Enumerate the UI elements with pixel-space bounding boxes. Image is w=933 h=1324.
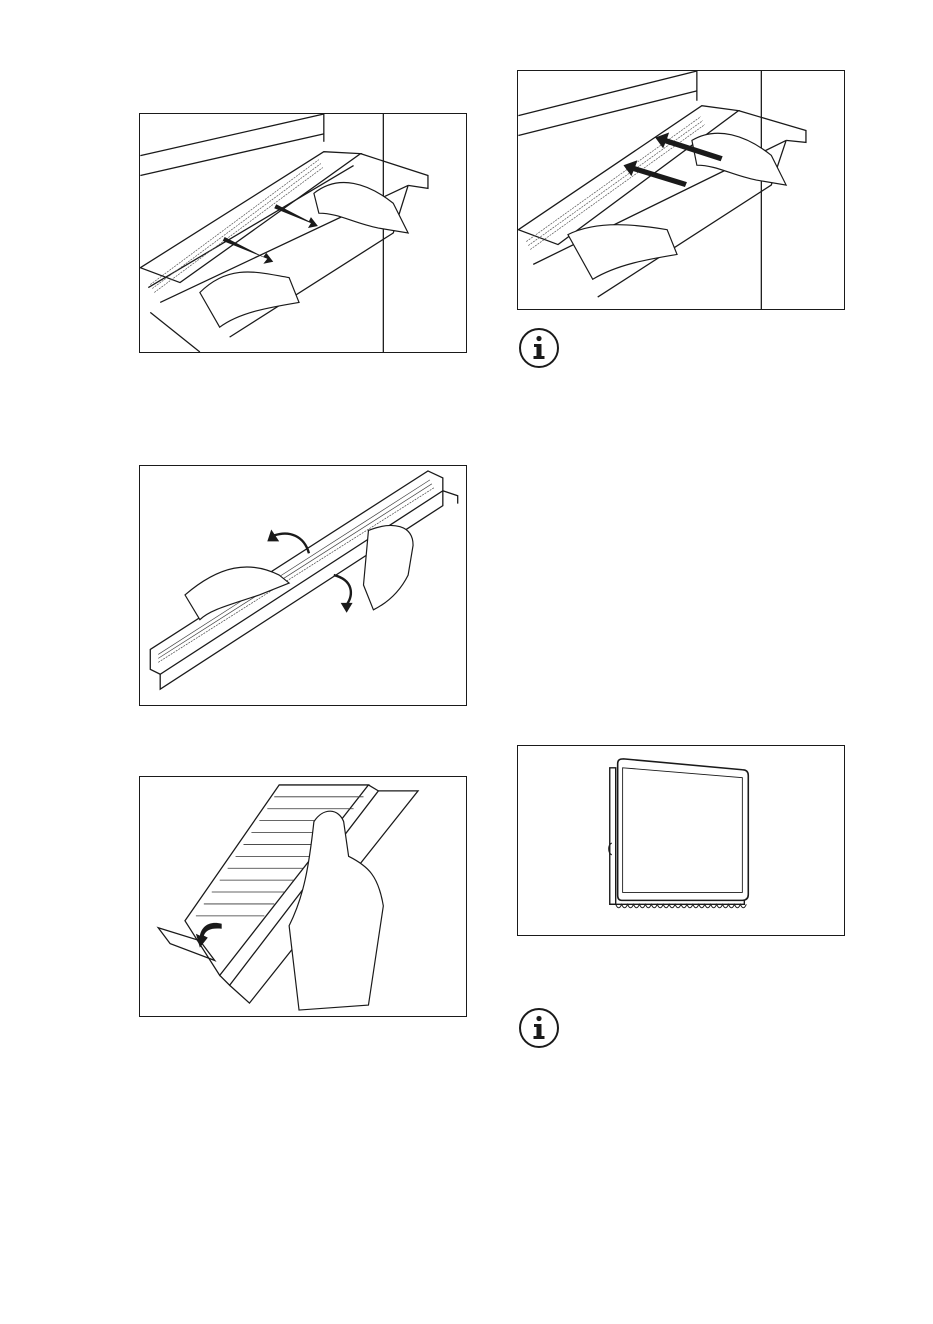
hands-sliding-filter-in-illustration <box>518 71 844 309</box>
figure-filter-sachet <box>517 745 845 936</box>
info-icon <box>518 1007 560 1049</box>
figure-remove-insert <box>139 776 467 1017</box>
filter-sachet-illustration <box>518 746 844 935</box>
hand-removing-filter-insert-illustration <box>140 777 466 1016</box>
figure-slide-filter-out <box>139 113 467 353</box>
hands-rotating-filter-illustration <box>140 466 466 705</box>
info-icon <box>518 327 560 369</box>
hands-sliding-filter-out-illustration <box>140 114 466 352</box>
figure-slide-filter-in <box>517 70 845 310</box>
figure-flip-filter <box>139 465 467 706</box>
